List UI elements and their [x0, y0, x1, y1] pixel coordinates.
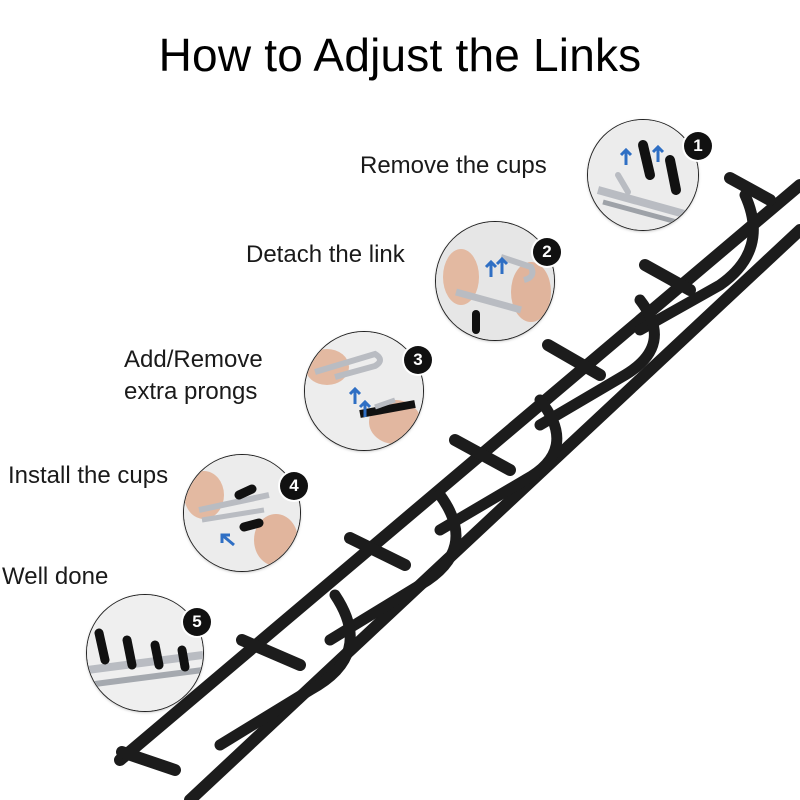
page-title: How to Adjust the Links [158, 29, 642, 81]
step-5-photo [87, 595, 203, 711]
step-2-number-badge: 2 [533, 238, 561, 266]
step-3-label-line2: extra prongs [124, 378, 258, 405]
step-5-label: Well done [2, 563, 109, 590]
step-4-number-badge: 4 [280, 472, 308, 500]
step-2-label: Detach the link [246, 241, 405, 268]
step-2-photo [436, 222, 554, 340]
step-3-number-badge: 3 [404, 346, 432, 374]
step-1-number-badge: 1 [684, 132, 712, 160]
step-1-label: Remove the cups [360, 152, 547, 179]
step-4-photo [184, 455, 300, 571]
step-3-label-line1: Add/Remove [124, 346, 263, 373]
step-1-photo [588, 120, 698, 230]
step-4-label: Install the cups [8, 462, 169, 489]
cup-install-image [184, 455, 300, 571]
step-5-number-badge: 5 [183, 608, 211, 636]
finished-collar-image [87, 595, 203, 711]
cup-removal-image [588, 120, 698, 230]
step-3-photo [305, 332, 423, 450]
prong-adjust-image [305, 332, 423, 450]
link-detach-image [436, 222, 554, 340]
